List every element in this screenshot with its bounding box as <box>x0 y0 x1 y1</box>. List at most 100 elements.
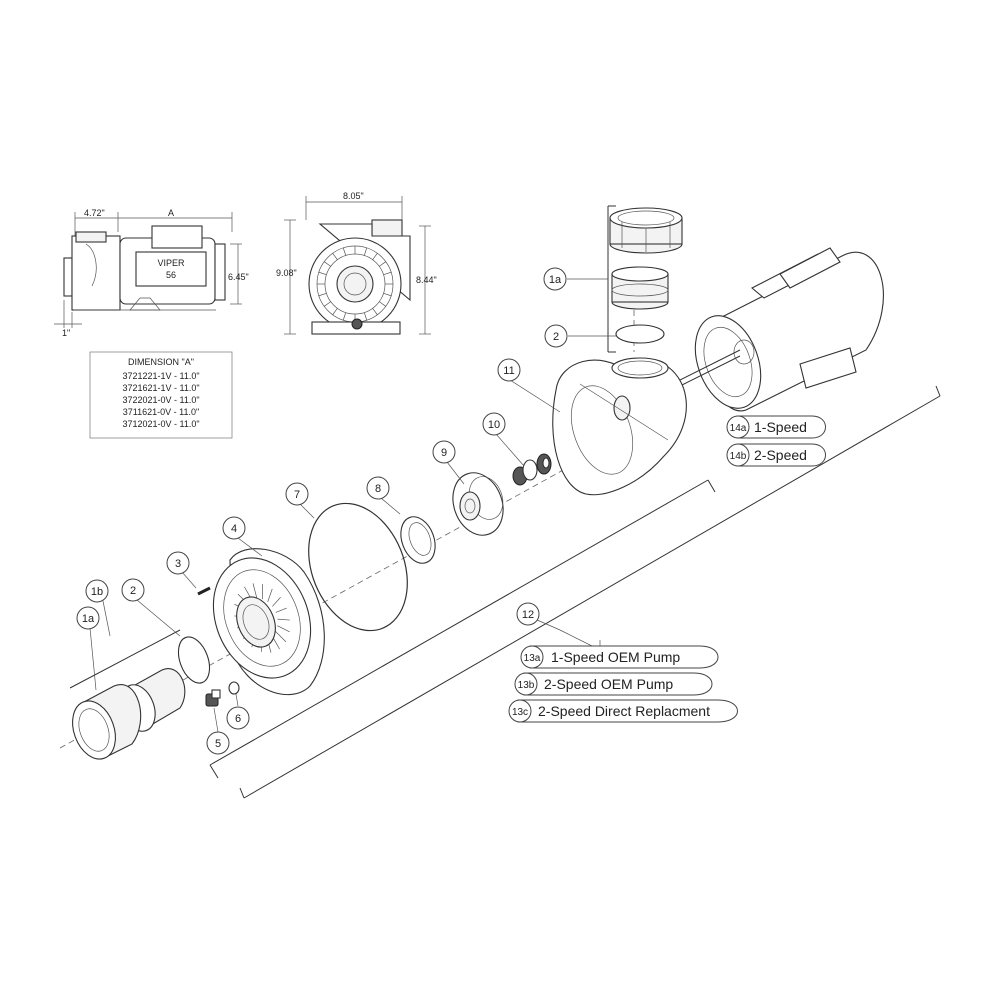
dimension-row: 3711621-0V - 11.0" <box>123 407 199 417</box>
callout-3: 3 <box>166 551 190 575</box>
callout-leaders <box>89 278 616 733</box>
front-dim-a: A <box>168 208 174 218</box>
part-oring-top <box>615 324 665 344</box>
callout-2-top: 2 <box>544 324 568 348</box>
part-drain-oring <box>228 681 240 695</box>
rib-line <box>372 253 378 260</box>
svg-text:9: 9 <box>441 447 447 459</box>
callout-11: 11 <box>497 358 521 382</box>
rib-line <box>342 247 347 256</box>
dimension-row: 3721621-1V - 11.0" <box>122 383 199 393</box>
callout-2-left: 2 <box>121 578 145 602</box>
rib-line <box>275 631 287 643</box>
svg-text:1a: 1a <box>82 613 95 625</box>
motor-option-label: 2-Speed <box>754 447 807 463</box>
pump-option-code: 13a <box>524 653 541 664</box>
pump-option-13c: 13c 2-Speed Direct Replacment <box>508 699 738 723</box>
svg-text:10: 10 <box>488 419 500 431</box>
pump-option-13b: 13b 2-Speed OEM Pump <box>514 672 713 696</box>
rib-line <box>379 261 386 267</box>
rib-line <box>267 588 273 602</box>
part-tailpiece-top <box>611 266 669 310</box>
callout-12: 12 <box>516 602 540 626</box>
rib-line <box>383 271 392 276</box>
svg-text:8: 8 <box>375 483 381 495</box>
rib-line <box>383 292 392 297</box>
pump-option-label: 1-Speed OEM Pump <box>551 649 680 665</box>
part-shaft-seal <box>512 453 552 486</box>
callout-1a-top: 1a <box>543 267 567 291</box>
motor-option-14a: 14a 1-Speed <box>726 415 826 439</box>
svg-text:1b: 1b <box>91 586 103 598</box>
rib-line <box>332 253 338 260</box>
motor-label-56: 56 <box>166 270 176 280</box>
rib-line <box>363 247 368 256</box>
side-dim-width: 8.05" <box>343 191 364 201</box>
svg-text:11: 11 <box>503 365 514 377</box>
svg-text:1a: 1a <box>549 274 562 286</box>
rib-line <box>342 312 347 321</box>
callout-10: 10 <box>482 412 506 436</box>
rib-line <box>275 607 287 613</box>
part-union-nut-left <box>72 684 142 760</box>
rib-line <box>332 308 338 315</box>
dimension-row: 3721221-1V - 11.0" <box>122 371 199 381</box>
callout-5: 5 <box>206 731 230 755</box>
rib-line <box>272 596 281 607</box>
rib-line <box>252 583 258 599</box>
svg-text:6: 6 <box>235 713 241 725</box>
bracket-13 <box>239 385 941 799</box>
svg-text:2: 2 <box>553 331 559 343</box>
front-dim-height: 6.45" <box>228 272 249 282</box>
pump-front-view: 4.72" A VIPER 56 6.45" 1" <box>54 208 249 338</box>
pump-option-label: 2-Speed Direct Replacment <box>538 703 710 719</box>
dimension-table-title: DIMENSION "A" <box>128 357 194 367</box>
callout-1a-left: 1a <box>76 606 100 630</box>
part-motor <box>671 247 884 412</box>
part-volute-faceplate <box>212 548 325 696</box>
callout-7: 7 <box>285 482 309 506</box>
pump-side-view: 8.05" 9.08" 8.44" <box>276 191 437 335</box>
pump-option-label: 2-Speed OEM Pump <box>544 676 673 692</box>
svg-text:5: 5 <box>215 738 221 750</box>
rib-line <box>277 618 290 621</box>
callout-8: 8 <box>366 476 390 500</box>
part-impeller <box>452 472 504 536</box>
part-screw <box>197 586 211 596</box>
rib-line <box>372 308 378 315</box>
motor-option-code: 14a <box>730 423 747 434</box>
rib-line <box>318 271 327 276</box>
callout-6: 6 <box>226 706 250 730</box>
rib-line <box>379 301 386 307</box>
part-oring-left <box>177 636 211 684</box>
side-dim-height-right: 8.44" <box>416 275 437 285</box>
part-drain-plug <box>205 689 221 707</box>
rib-line <box>277 625 290 633</box>
part-union-nut-top <box>609 207 683 254</box>
motor-label-viper: VIPER <box>157 258 185 268</box>
part-wear-ring <box>400 516 436 564</box>
bracket-1a-left <box>69 629 181 689</box>
rib-line <box>318 292 327 297</box>
side-dim-height-left: 9.08" <box>276 268 297 278</box>
part-wet-end-housing <box>552 357 687 496</box>
pump-option-code: 13c <box>512 707 528 718</box>
motor-option-code: 14b <box>730 451 747 462</box>
pump-option-code: 13b <box>518 680 535 691</box>
front-dim-bottom: 1" <box>62 328 70 338</box>
rib-line <box>324 301 331 307</box>
rib-line <box>324 261 331 267</box>
callout-9: 9 <box>432 440 456 464</box>
housing-ribs <box>317 246 393 322</box>
callout-1b: 1b <box>85 579 109 603</box>
svg-text:4: 4 <box>231 523 237 535</box>
part-volute-oring <box>308 502 408 632</box>
rib-line <box>363 312 368 321</box>
front-dim-width: 4.72" <box>84 208 105 218</box>
svg-text:2: 2 <box>130 585 136 597</box>
callout-4: 4 <box>222 516 246 540</box>
bracket-12 <box>209 479 716 779</box>
dimension-row: 3722021-0V - 11.0" <box>122 395 199 405</box>
dimension-table: DIMENSION "A" 3721221-1V - 11.0" 3721621… <box>89 351 233 439</box>
